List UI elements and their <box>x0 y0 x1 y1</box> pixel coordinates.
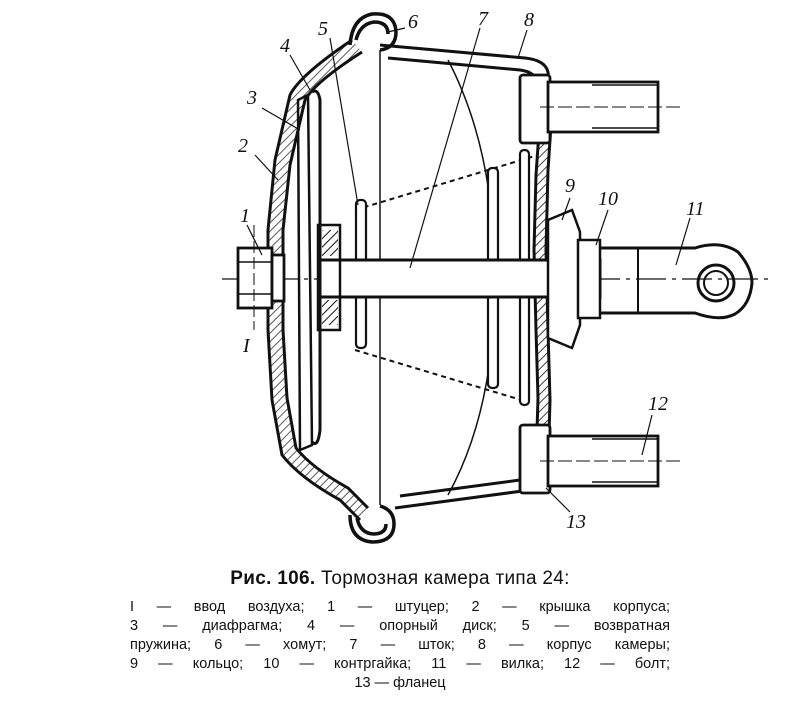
label-9: 9 <box>565 175 575 197</box>
label-1: 1 <box>240 205 250 227</box>
legend-line-5: 13 — фланец <box>354 675 446 691</box>
figure-number: Рис. 106. <box>230 568 316 589</box>
label-7: 7 <box>478 8 489 30</box>
label-2: 2 <box>238 135 248 157</box>
rod-hub <box>316 223 342 332</box>
label-12: 12 <box>648 393 668 415</box>
caption-title: Рис. 106. Тормозная камера типа 24: <box>0 568 800 590</box>
label-8: 8 <box>524 9 534 31</box>
label-5: 5 <box>318 18 328 40</box>
label-6: 6 <box>408 11 418 33</box>
diaphragm <box>296 92 314 452</box>
label-13: 13 <box>566 511 586 533</box>
legend-line-1: I — ввод воздуха; 1 — штуцер; 2 — крышка… <box>130 599 670 615</box>
air-fitting <box>236 246 286 310</box>
clamp <box>348 12 398 544</box>
label-I: I <box>242 335 251 357</box>
legend-line-3: пружина; 6 — хомут; 7 — шток; 8 — корпус… <box>130 637 670 653</box>
label-3: 3 <box>246 87 257 109</box>
brake-chamber-drawing: 1 2 3 4 5 6 7 8 9 10 11 12 13 I <box>222 8 772 544</box>
figure-caption: Рис. 106. Тормозная камера типа 24: I — … <box>0 568 800 693</box>
figure-title: Тормозная камера типа 24: <box>321 568 570 589</box>
ring-and-locknut <box>546 208 602 350</box>
label-10: 10 <box>598 188 618 210</box>
fork <box>600 243 754 320</box>
label-4: 4 <box>280 35 290 57</box>
return-spring <box>354 154 539 403</box>
leader-lines <box>246 27 691 513</box>
legend-line-4: 9 — кольцо; 10 — контргайка; 11 — вилка;… <box>130 656 670 672</box>
hub-hatch <box>322 230 338 325</box>
legend-line-2: 3 — диафрагма; 4 — опорный диск; 5 — воз… <box>130 618 670 634</box>
label-11: 11 <box>686 198 705 220</box>
